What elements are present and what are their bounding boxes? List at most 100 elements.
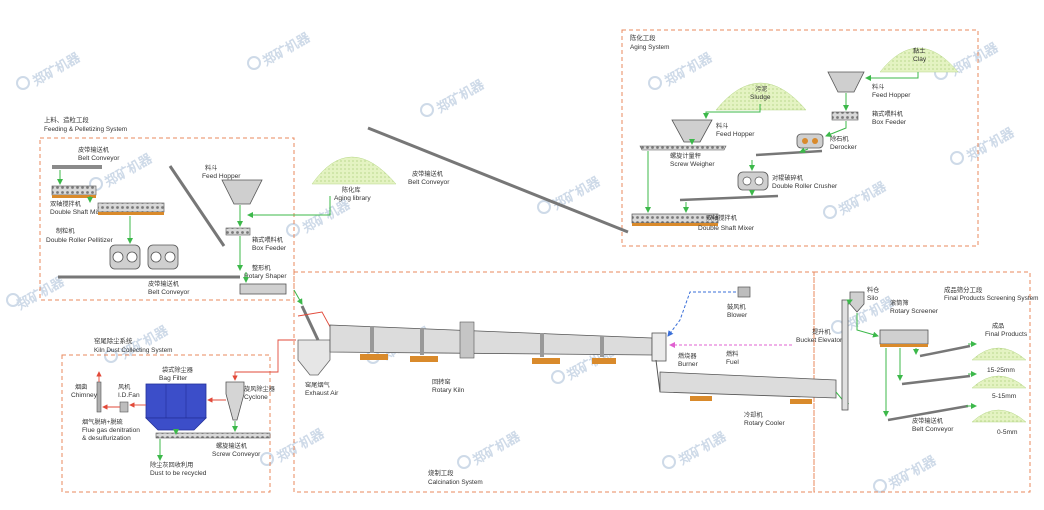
size-pile-3	[971, 409, 1027, 423]
cooler-chute	[655, 359, 661, 393]
rotary-shaper-cn: 整形机	[252, 264, 271, 272]
svg-text:郑矿机器: 郑矿机器	[662, 49, 715, 88]
aging-library-en: Aging library	[334, 195, 371, 202]
feed-hopper-left	[221, 179, 263, 205]
screening-flow-arrows	[856, 313, 977, 417]
box-feeder-left-cn: 箱式喂料机	[252, 236, 284, 244]
flue-gas-en-1: Flue gas denitration	[82, 427, 140, 434]
dust-flow-arrows	[96, 339, 296, 461]
feed-chute	[300, 305, 320, 341]
short-belt-conveyor	[755, 149, 823, 157]
svg-text:郑矿机器: 郑矿机器	[964, 124, 1017, 163]
screening-system-title-en: Final Products Screening System	[944, 295, 1038, 302]
dust-recycled-cn: 除尘灰回收利用	[150, 461, 193, 469]
product-conveyor-3	[887, 404, 969, 422]
watermark-logo: 郑矿机器	[873, 452, 939, 493]
aging-library-cn: 陈化库	[342, 186, 361, 194]
size-pile-2	[971, 375, 1027, 389]
id-fan-en: I.D.Fan	[118, 392, 140, 399]
pelletizer-cn: 制粒机	[56, 227, 75, 235]
svg-text:郑矿机器: 郑矿机器	[550, 173, 603, 212]
bucket-elevator	[841, 299, 849, 411]
dust-recycled-en: Dust to be recycled	[150, 470, 207, 477]
double-roller-crusher	[737, 171, 769, 191]
rotary-cooler-en: Rotary Cooler	[744, 420, 785, 427]
svg-text:郑矿机器: 郑矿机器	[886, 452, 939, 491]
final-products-en: Final Products	[985, 331, 1028, 338]
belt-conveyor-top	[52, 165, 102, 169]
belt-conveyor-mid-cn: 皮带输送机	[412, 170, 444, 178]
watermark-logo: 郑矿机器	[950, 124, 1017, 165]
screw-conveyor	[155, 432, 271, 439]
id-fan-cn: 风机	[118, 383, 131, 391]
screw-conveyor-en: Screw Conveyor	[212, 451, 261, 458]
feed-hopper-left-en: Feed Hopper	[202, 173, 241, 180]
kiln-dust-system-title-cn: 窑尾除尘系统	[94, 336, 133, 345]
size-pile-1	[971, 347, 1027, 361]
mixer-upper-support	[98, 212, 164, 215]
mixer-right-support	[632, 223, 718, 226]
bucket-elevator-cn: 提升机	[812, 328, 831, 336]
id-fan	[119, 401, 129, 413]
size-label-1: 15-25mm	[987, 367, 1015, 374]
screening-system-title-cn: 成品筛分工段	[944, 285, 983, 294]
rotary-shaper-en: Rotary Shaper	[244, 273, 287, 280]
rotary-cooler-cn: 冷却机	[744, 411, 763, 419]
derocker-en: Derocker	[830, 144, 858, 151]
feeding-system-title-cn: 上料、造粒工段	[44, 115, 89, 124]
rotary-screener-cn: 滚筒筛	[890, 299, 909, 307]
cyclone-cn: 旋风除尘器	[244, 385, 276, 393]
feed-hopper-right-cn: 料斗	[872, 83, 884, 91]
belt-conveyor-right-en: Belt Conveyor	[912, 426, 954, 433]
svg-text:郑矿机器: 郑矿机器	[300, 196, 353, 235]
screw-weigher-cn: 螺旋计量秤	[670, 152, 701, 160]
derocker	[796, 133, 824, 149]
belt-conveyor-right-cn: 皮带输送机	[912, 417, 944, 425]
silo-cn: 料仓	[867, 286, 879, 294]
double-roller-crusher-en: Double Roller Crusher	[772, 183, 838, 190]
clay-pile	[879, 47, 959, 73]
belt-conveyor-top-cn: 皮带输送机	[78, 146, 110, 154]
svg-text:郑矿机器: 郑矿机器	[30, 49, 83, 88]
rotary-shaper	[239, 283, 287, 295]
kiln-inlet-hood	[297, 339, 331, 376]
exhaust-air-cn: 窑尾烟气	[305, 381, 330, 389]
aging-library-pile	[311, 156, 397, 185]
burner-cn: 燃烧器	[678, 352, 697, 360]
air-duct	[667, 291, 736, 337]
size-label-2: 5-15mm	[992, 393, 1017, 400]
double-shaft-mixer-right-cn: 双轴搅拌机	[706, 214, 738, 222]
blower-cn: 鼓风机	[727, 303, 746, 311]
size-label-3: 0-5mm	[997, 429, 1018, 436]
svg-text:郑矿机器: 郑矿机器	[470, 428, 523, 467]
exhaust-air-en: Exhaust Air	[305, 390, 339, 397]
product-conveyor-1	[919, 344, 971, 358]
screw-weigher	[639, 145, 727, 151]
cyclone-feed-pipe	[297, 311, 335, 335]
box-feeder-right	[831, 111, 859, 121]
double-roller-crusher-cn: 对辊破碎机	[772, 174, 804, 182]
kiln-hood	[651, 332, 667, 362]
belt-conveyor-crusher	[679, 194, 779, 202]
sludge-cn: 污泥	[755, 85, 767, 93]
rotary-cooler	[659, 371, 837, 399]
double-shaft-mixer-right-en: Double Shaft Mixer	[698, 225, 755, 232]
box-feeder-right-cn: 箱式喂料机	[872, 110, 904, 118]
bucket-elevator-en: Bucket Elevator	[796, 337, 843, 344]
clay-en: Clay	[913, 56, 927, 63]
svg-text:郑矿机器: 郑矿机器	[274, 425, 327, 464]
watermark-logo: 郑矿机器	[16, 49, 83, 90]
double-shaft-mixer-left-cn: 双轴搅拌机	[50, 200, 82, 208]
bag-filter-en: Bag Filter	[159, 375, 188, 382]
cyclone	[225, 381, 245, 421]
feed-hopper-aging	[671, 119, 713, 143]
feeding-flow-arrows	[57, 170, 331, 305]
watermark-logo: 郑矿机器	[247, 29, 313, 70]
belt-conveyor-mid	[367, 126, 629, 234]
rotary-kiln-en: Rotary Kiln	[432, 387, 465, 394]
kiln-girth-gear	[459, 321, 475, 359]
screening-system-frame	[813, 271, 1031, 493]
aging-system-title-en: Aging System	[630, 44, 669, 51]
svg-text:郑矿机器: 郑矿机器	[14, 273, 67, 312]
